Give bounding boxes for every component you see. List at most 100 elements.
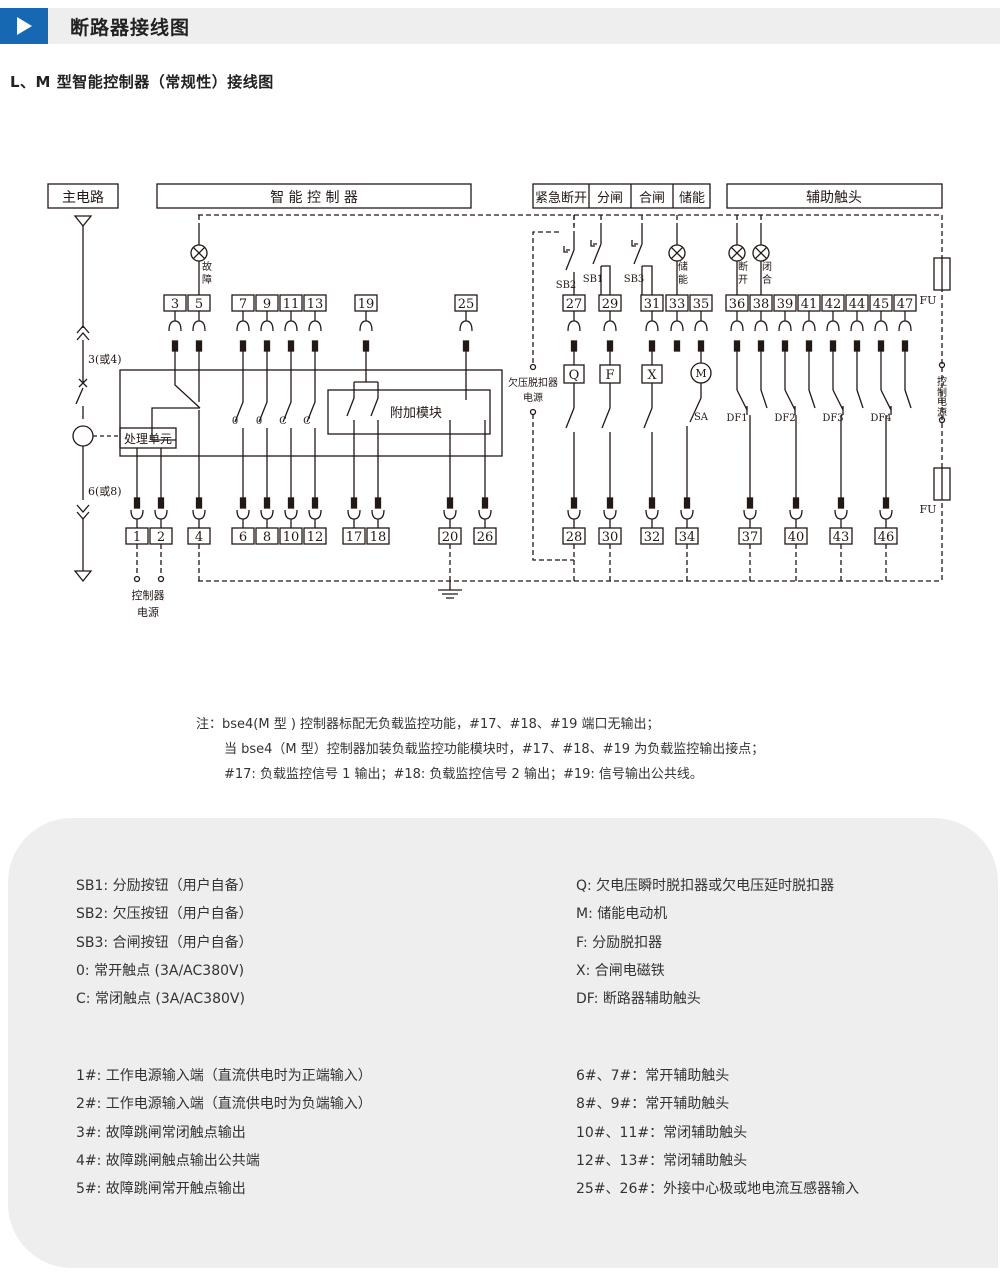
terminal-box [231, 527, 255, 545]
aux-contact [808, 351, 816, 409]
page-title: 断路器接线图 [70, 17, 191, 39]
terminal-fork [694, 311, 708, 332]
sb1-switch [592, 226, 602, 295]
group-label-storage: 储能 [679, 191, 705, 206]
contact-type-label: 0 [256, 416, 262, 427]
terminal-box [303, 527, 327, 545]
terminal-fork [192, 509, 206, 528]
open-lamp-icon [730, 246, 744, 260]
legend-item: 5#: 故障跳闸常开触点输出 [76, 1181, 246, 1198]
terminal-fork [898, 311, 912, 332]
group-label-aux-contact: 辅助触头 [806, 190, 862, 206]
legend-item: 6#、7#：常开辅助触头 [576, 1068, 730, 1084]
lamp-label: 障 [202, 273, 212, 286]
terminal-pin [157, 497, 165, 509]
contact-type-label: 0 [232, 416, 238, 427]
legend-left-top: SB1: 分励按钮（用户自备） SB2: 欠压按钮（用户自备） SB3: 合闸按… [76, 872, 253, 1013]
fault-contact [174, 351, 201, 409]
terminal-label: 30 [602, 530, 619, 545]
terminal-fork [168, 311, 182, 332]
switch-label: SB1 [583, 274, 604, 285]
terminal-pin [877, 340, 885, 352]
terminal-box [279, 527, 303, 545]
terminal-pin [311, 340, 319, 352]
aux-contact [904, 351, 912, 409]
note-line: 注：bse4(M 型 ) 控制器标配无负载监控功能，#17、#18、#19 端口… [196, 717, 660, 732]
wire [601, 351, 611, 498]
legend-item: 12#、13#：常闭辅助触头 [576, 1152, 748, 1169]
close-lamp-icon [754, 246, 768, 260]
legend-item: 3#: 故障跳闸常闭触点输出 [76, 1124, 246, 1141]
terminal-pin [901, 340, 909, 352]
connection-dot [529, 408, 537, 416]
terminal-fork [567, 509, 581, 528]
terminal-label: 17 [346, 530, 363, 545]
terminal-b-label: 6(或8) [88, 485, 122, 498]
terminal-label: 11 [283, 297, 300, 312]
terminal-label: 20 [442, 530, 459, 545]
aux-contact-label: DF2 [774, 413, 795, 424]
lamp-label: 合 [762, 273, 772, 286]
wire [136, 448, 162, 498]
terminal-label: 18 [370, 530, 387, 545]
legend-item: F: 分励脱扣器 [576, 934, 663, 951]
terminal-fork [260, 311, 274, 332]
lamp-label: 闭 [762, 260, 772, 273]
terminal-fork [192, 311, 206, 332]
terminal-fork [850, 311, 864, 332]
aux-contact [760, 351, 768, 409]
switch-label: SB2 [556, 280, 577, 291]
legend-item: DF: 断路器辅助触头 [576, 991, 701, 1008]
terminal-label: 7 [239, 297, 247, 312]
diagram-subtitle: L、M 型智能控制器（常规性）接线图 [10, 73, 274, 91]
legend-item: SB1: 分励按钮（用户自备） [76, 878, 253, 894]
terminal-label: 9 [263, 297, 271, 312]
terminal-pin [263, 497, 271, 509]
group-label-open: 分闸 [597, 191, 623, 206]
header-bar [0, 8, 1000, 44]
controller-contact [234, 351, 244, 498]
controller-contact [258, 351, 268, 498]
legend-item: 1#: 工作电源输入端（直流供电时为正端输入） [76, 1068, 372, 1084]
terminal-pin [133, 497, 141, 509]
undervoltage-power-label: 欠压脱扣器 [508, 376, 558, 389]
legend-item: 25#、26#：外接中心极或地电流互感器输入 [576, 1181, 860, 1198]
terminal-pin [287, 497, 295, 509]
coil-icon [563, 364, 585, 384]
terminal-fork [789, 509, 803, 528]
terminal-label: 3 [171, 297, 179, 312]
terminal-label: 45 [873, 297, 890, 312]
terminal-pin [481, 497, 489, 509]
terminal-label: 4 [195, 530, 203, 545]
wire [643, 351, 653, 498]
wire [565, 351, 575, 498]
terminal-label: 36 [729, 297, 746, 312]
terminal-pin [239, 340, 247, 352]
terminal-box [342, 527, 366, 545]
terminal-label: 6 [239, 530, 247, 545]
legend-item: 4#: 故障跳闸触点输出公共端 [76, 1152, 260, 1169]
terminal-fork [308, 509, 322, 528]
terminal-label: 26 [477, 530, 494, 545]
terminal-pin [350, 497, 358, 509]
switch-label: SA [694, 412, 709, 423]
lamp-label: 断 [738, 260, 748, 273]
terminal-pin [648, 497, 656, 509]
terminal-pin [882, 497, 890, 509]
contact-type-label: C [303, 416, 311, 427]
group-label-smart-controller: 智 能 控 制 器 [270, 190, 358, 206]
terminal-fork [645, 311, 659, 332]
contact-type-label: C [279, 416, 287, 427]
group-label-main-circuit: 主电路 [62, 190, 104, 206]
motor-switch [686, 397, 702, 498]
sb3-switch [633, 226, 643, 295]
terminal-fork [347, 509, 361, 528]
terminal-label: 43 [833, 530, 850, 545]
coil-label: F [605, 368, 614, 383]
legend-item: 0: 常开触点 (3A/AC380V) [76, 962, 245, 979]
terminal-fork [154, 509, 168, 528]
legend-right-bottom: 6#、7#：常开辅助触头 8#、9#：常开辅助触头 10#、11#：常闭辅助触头… [576, 1062, 859, 1203]
terminal-pin [195, 497, 203, 509]
terminal-fork [130, 509, 144, 528]
terminal-fork [260, 509, 274, 528]
